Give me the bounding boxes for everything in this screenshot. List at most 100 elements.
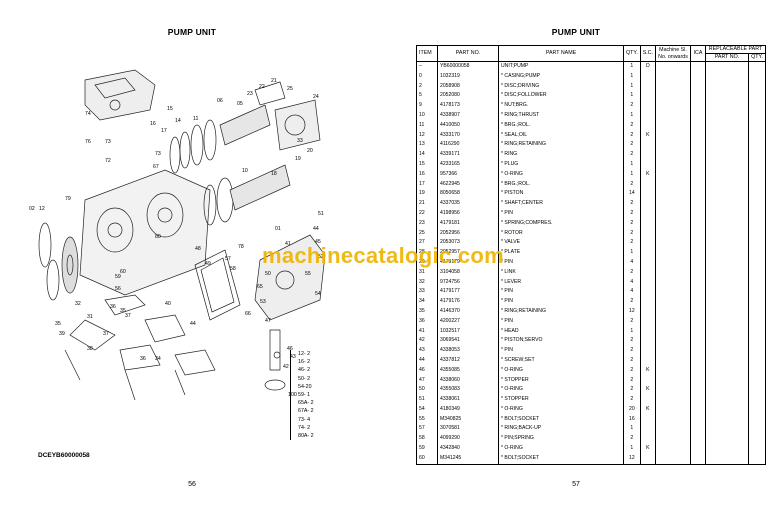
quantity-item: 80A- 2 <box>298 433 314 440</box>
item-cell: 12 <box>416 130 438 141</box>
part-no-cell: M340825 <box>437 414 499 425</box>
qty-cell: 2 <box>623 365 641 376</box>
ica-cell <box>690 257 706 268</box>
part-no-cell: 1032319 <box>437 71 499 82</box>
svg-text:25: 25 <box>287 86 293 92</box>
replaceable-qty-cell <box>748 375 766 386</box>
sc-cell <box>639 189 657 200</box>
ica-cell <box>690 434 706 445</box>
header-qty: QTY. <box>623 45 641 62</box>
replaceable-qty-cell <box>748 297 766 307</box>
part-name-cell: UNIT;PUMP <box>498 61 624 72</box>
sc-cell: K <box>639 169 657 180</box>
replaceable-part-no-cell <box>705 395 749 405</box>
ica-cell <box>690 297 706 307</box>
sc-cell <box>639 91 657 102</box>
svg-text:24: 24 <box>313 94 319 100</box>
quantity-total: 100 <box>288 392 297 398</box>
item-cell: 47 <box>416 375 438 386</box>
machine-sl-cell <box>655 385 691 396</box>
item-cell: 15 <box>416 159 438 170</box>
header-part-no: PART NO. <box>437 45 499 62</box>
svg-text:49: 49 <box>205 261 211 267</box>
ica-cell <box>690 199 706 209</box>
machine-sl-cell <box>655 395 691 405</box>
machine-sl-cell <box>655 140 691 151</box>
part-no-cell: 4179176 <box>437 297 499 307</box>
ica-cell <box>690 316 706 327</box>
svg-text:36: 36 <box>140 356 146 362</box>
replaceable-part-no-cell <box>705 91 749 102</box>
svg-text:48: 48 <box>195 246 201 252</box>
part-name-cell: * HEAD <box>498 326 624 337</box>
ica-cell <box>690 365 706 376</box>
quantity-item: 65A- 2 <box>298 400 314 407</box>
part-no-cell: 4338060 <box>437 375 499 386</box>
quantity-item: 54-20 <box>298 383 312 390</box>
replaceable-part-no-cell <box>705 326 749 337</box>
machine-sl-cell <box>655 218 691 229</box>
replaceable-part-no-cell <box>705 306 749 317</box>
sc-cell <box>639 434 657 445</box>
svg-text:50: 50 <box>265 271 271 277</box>
qty-cell: 1 <box>623 81 641 92</box>
part-name-cell: * PLATE <box>498 248 624 258</box>
ica-cell <box>690 385 706 396</box>
header-replaceable-part: REPLACEABLE PART <box>705 45 766 54</box>
svg-text:60: 60 <box>120 269 126 275</box>
svg-text:23: 23 <box>247 91 253 97</box>
qty-cell: 1 <box>623 71 641 82</box>
replaceable-qty-cell <box>748 434 766 445</box>
part-no-cell: 4333170 <box>437 130 499 141</box>
ica-cell <box>690 61 706 72</box>
sc-cell <box>639 453 657 465</box>
replaceable-part-no-cell <box>705 101 749 111</box>
machine-sl-cell <box>655 444 691 454</box>
part-no-cell: 4355083 <box>437 385 499 396</box>
part-no-cell: 2058908 <box>437 81 499 92</box>
exploded-parts-diagram: 15 14 16 17 06 11 23 22 21 25 24 05 33 2… <box>29 69 326 401</box>
svg-text:10: 10 <box>242 168 248 174</box>
ica-cell <box>690 375 706 386</box>
quantity-item: 67A- 2 <box>298 408 314 415</box>
replaceable-part-no-cell <box>705 189 749 200</box>
ica-cell <box>690 248 706 258</box>
qty-cell: 1 <box>623 159 641 170</box>
qty-cell: 4 <box>623 257 641 268</box>
ica-cell <box>690 355 706 366</box>
ica-cell <box>690 326 706 337</box>
machine-sl-cell <box>655 346 691 356</box>
machine-sl-cell <box>655 189 691 200</box>
svg-text:17: 17 <box>161 128 167 134</box>
ica-cell <box>690 228 706 239</box>
replaceable-qty-cell <box>748 365 766 376</box>
replaceable-qty-cell <box>748 208 766 219</box>
item-cell: 21 <box>416 199 438 209</box>
replaceable-qty-cell <box>748 355 766 366</box>
replaceable-part-no-cell <box>705 61 749 72</box>
part-name-cell: * VALVE <box>498 238 624 249</box>
ica-cell <box>690 140 706 151</box>
svg-text:41: 41 <box>285 241 291 247</box>
sc-cell <box>639 238 657 249</box>
sc-cell <box>639 110 657 121</box>
svg-text:33: 33 <box>297 138 303 144</box>
sc-cell <box>639 159 657 170</box>
sc-cell <box>639 375 657 386</box>
qty-cell: 2 <box>623 150 641 160</box>
part-name-cell: * SEAL;OIL <box>498 130 624 141</box>
part-name-cell: * LEVER <box>498 277 624 288</box>
part-no-cell: 957366 <box>437 169 499 180</box>
ica-cell <box>690 110 706 121</box>
replaceable-qty-cell <box>748 414 766 425</box>
